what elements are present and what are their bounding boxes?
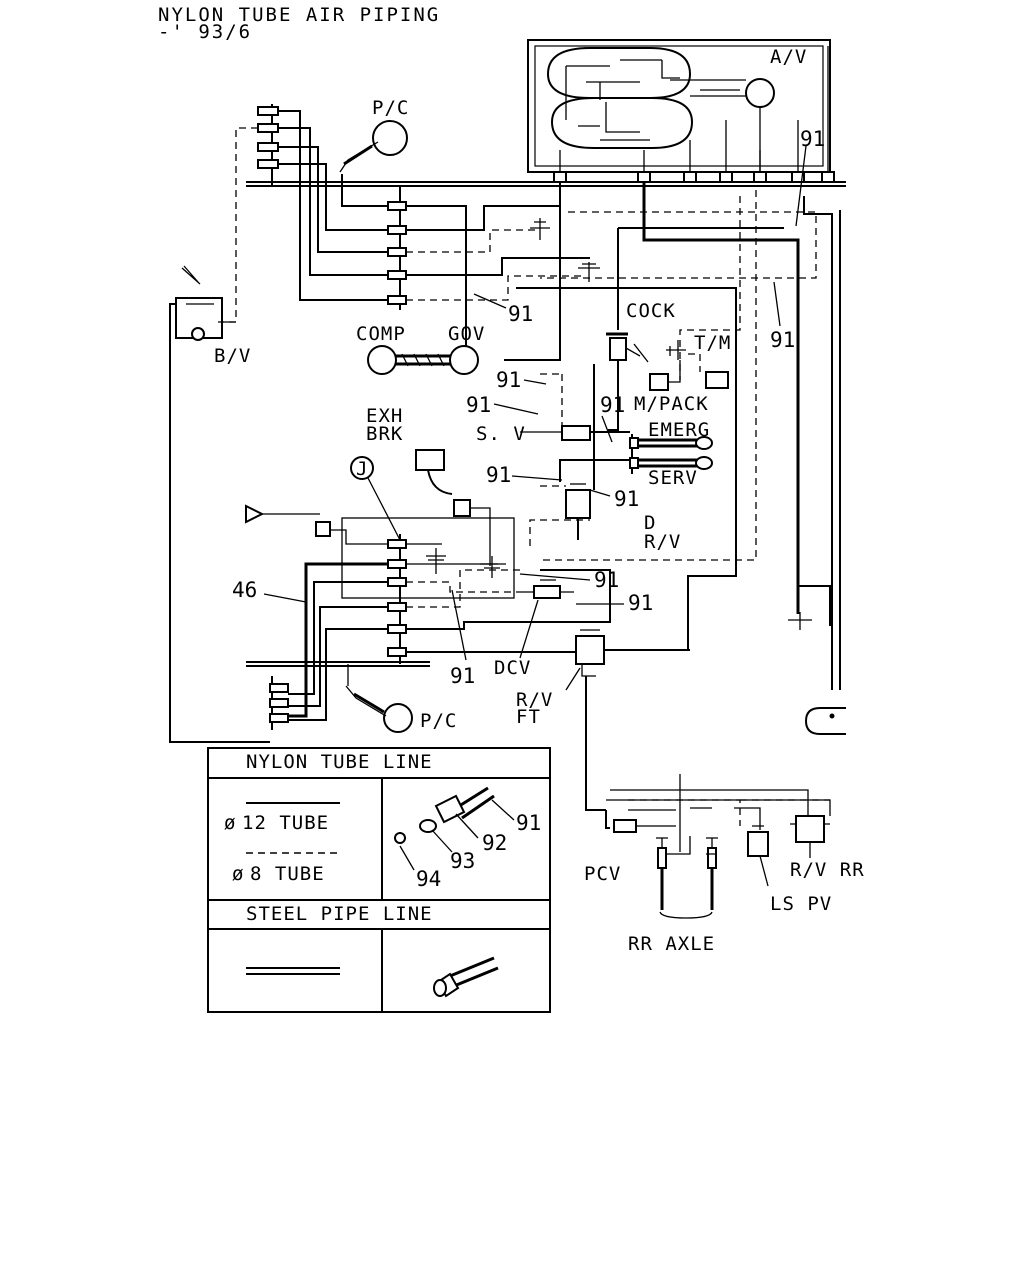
diagram-title: NYLON TUBE AIR PIPING <box>158 4 440 26</box>
label-pc-top: P/C <box>372 97 409 119</box>
legend-table <box>207 747 551 1013</box>
rear-tank-crossover <box>788 585 846 735</box>
label-exh: EXH <box>366 405 403 427</box>
label-cock: COCK <box>626 300 676 322</box>
label-rv: R/V <box>644 531 681 553</box>
callout-91: 91 <box>800 127 825 151</box>
legend-diam-symbol: ø <box>224 812 236 834</box>
rv-ft-valve <box>565 629 690 811</box>
frame-rails <box>246 181 846 667</box>
av-valve <box>670 78 775 180</box>
callout-91: 91 <box>594 568 619 592</box>
tm-switch <box>666 340 729 389</box>
label-brk: BRK <box>366 423 403 445</box>
sv-valve <box>520 373 630 441</box>
rv-rr-valve <box>790 815 830 858</box>
brake-valve <box>169 265 270 743</box>
pc-top-chamber <box>339 120 408 207</box>
label-dcv: DCV <box>494 657 531 679</box>
label-j: J <box>356 458 368 480</box>
j-marker <box>350 456 374 480</box>
label-rr-axle: RR AXLE <box>628 933 715 955</box>
emerg-serv-gladhands <box>629 434 713 474</box>
label-rvft-2: FT <box>516 706 541 728</box>
legend-8-tube: 8 TUBE <box>250 863 325 885</box>
lower-bulkhead-panel <box>341 517 611 664</box>
legend-callout-91: 91 <box>516 811 541 835</box>
check-valve-top <box>530 218 600 282</box>
tank-fittings <box>553 46 835 183</box>
legend-steel-title: STEEL PIPE LINE <box>246 903 433 925</box>
rr-axle-chambers <box>656 836 718 919</box>
cock-valve <box>593 332 649 440</box>
label-comp: COMP <box>356 323 406 345</box>
label-serv: SERV <box>648 467 698 489</box>
d-relay-valve <box>529 440 630 546</box>
callout-91: 91 <box>486 463 511 487</box>
callout-91: 91 <box>770 328 795 352</box>
callout-leaders <box>263 145 807 661</box>
callout-91: 91 <box>614 487 639 511</box>
label-tm: T/M <box>694 332 731 354</box>
ls-pv-valve <box>747 825 769 887</box>
dcv-valve <box>519 579 574 659</box>
upper-manifold <box>387 186 590 370</box>
label-mpack: M/PACK <box>634 393 709 415</box>
label-pcv: PCV <box>584 863 621 885</box>
label-sv: S. V <box>476 423 526 445</box>
j-leader <box>367 477 401 541</box>
label-ls-pv: LS PV <box>770 893 832 915</box>
label-gov: GOV <box>448 323 485 345</box>
mpack-unit <box>649 360 681 391</box>
legend-diam-symbol: ø <box>232 863 244 885</box>
rear-axle-piping <box>605 774 831 852</box>
legend-callout-93: 93 <box>450 849 475 873</box>
top-bulkhead-connectors <box>220 104 398 323</box>
callout-91: 91 <box>496 368 521 392</box>
callout-91: 91 <box>508 302 533 326</box>
label-bv: B/V <box>214 345 251 367</box>
legend-callout-92: 92 <box>482 831 507 855</box>
label-rv-rr: R/V RR <box>790 859 865 881</box>
label-av: A/V <box>770 46 807 68</box>
callout-91: 91 <box>628 591 653 615</box>
callout-91: 91 <box>466 393 491 417</box>
horn-and-lower-lines <box>245 504 388 730</box>
label-d: D <box>644 512 656 534</box>
pc-bottom-chamber <box>345 664 413 733</box>
legend-callout-94: 94 <box>416 867 441 891</box>
compressor-governor <box>367 345 479 375</box>
legend-nylon-title: NYLON TUBE LINE <box>246 751 433 773</box>
exhaust-brake <box>415 449 491 566</box>
legend-12-tube: 12 TUBE <box>242 812 329 834</box>
label-pc-bottom: P/C <box>420 710 457 732</box>
label-emerg: EMERG <box>648 419 710 441</box>
callout-91: 91 <box>450 664 475 688</box>
air-tank-assembly <box>527 39 831 173</box>
label-rvft-1: R/V <box>516 689 553 711</box>
callout-46: 46 <box>232 578 257 602</box>
callout-91: 91 <box>600 393 625 417</box>
diagram-subtitle: -' 93/6 <box>158 21 252 43</box>
